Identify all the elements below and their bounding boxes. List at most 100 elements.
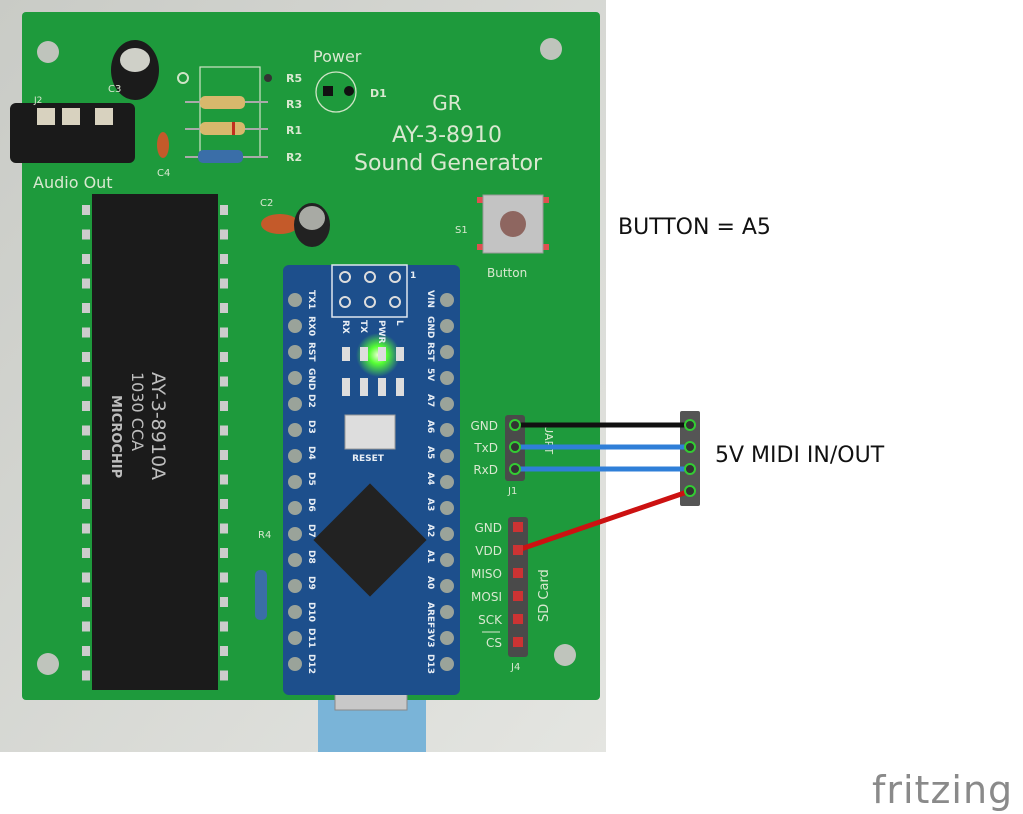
mount-hole xyxy=(37,653,59,675)
smd-resistor xyxy=(360,378,368,396)
chip-pin xyxy=(220,597,228,607)
nano-pin xyxy=(288,423,302,437)
sdcard-label: SD Card xyxy=(537,569,552,622)
chip-pin xyxy=(82,229,90,240)
smd-resistor xyxy=(342,378,350,396)
button-annotation: BUTTON = A5 xyxy=(618,215,771,240)
nano-right-pin-label: A0 xyxy=(425,576,435,589)
ay-3-8910-chip xyxy=(92,194,218,690)
chip-pin xyxy=(220,327,228,338)
nano-left-pin-label: D3 xyxy=(306,420,316,434)
chip-pin xyxy=(82,523,90,534)
nano-pin xyxy=(288,657,302,671)
led-label: L xyxy=(394,320,404,326)
wire-vdd xyxy=(515,488,693,553)
nano-pin xyxy=(440,293,454,307)
chip-pin xyxy=(82,670,90,681)
sdcard-pin-label: MISO xyxy=(471,567,502,581)
chip-pin xyxy=(220,523,228,534)
chip-pin xyxy=(220,548,228,558)
mount-hole xyxy=(37,41,59,63)
icsp-pin xyxy=(339,271,351,283)
midi-connector-pin xyxy=(684,441,696,453)
led-label: RX xyxy=(340,320,350,334)
sdcard-pin-label: SCK xyxy=(478,613,503,627)
nano-pin xyxy=(440,371,454,385)
reset-label: RESET xyxy=(352,454,385,464)
nano-right-pin-label: 5V xyxy=(425,368,435,381)
nano-pin xyxy=(440,423,454,437)
chip-pin xyxy=(220,254,228,264)
nano-pin xyxy=(440,527,454,541)
uart-label: UART xyxy=(542,425,555,454)
chip-pin xyxy=(220,205,228,215)
fritzing-logo: fritzing xyxy=(872,768,1014,812)
nano-right-pin-label: A2 xyxy=(425,524,435,537)
chip-pin xyxy=(82,572,90,583)
sdcard-pin xyxy=(513,568,523,578)
nano-left-pin-label: D11 xyxy=(306,628,316,648)
chip-pin xyxy=(220,278,228,289)
chip-pin xyxy=(82,450,90,460)
nano-left-pin-label: D6 xyxy=(306,498,316,512)
sdcard-pin-label: VDD xyxy=(475,544,502,558)
chip-pin xyxy=(82,401,90,411)
midi-connector-pin xyxy=(684,419,696,431)
nano-pin xyxy=(440,345,454,359)
chip-pin xyxy=(220,450,228,460)
mount-hole xyxy=(554,644,576,666)
nano-pin xyxy=(288,371,302,385)
chip-pin xyxy=(82,376,90,387)
nano-pin xyxy=(440,319,454,333)
chip-pin xyxy=(82,474,90,485)
chip-maker: MICROCHIP xyxy=(108,395,123,478)
uart-pin-label: TxD xyxy=(473,441,498,455)
nano-left-pin-label: GND xyxy=(306,368,316,390)
led-label: TX xyxy=(358,320,368,333)
led-tx xyxy=(360,347,368,361)
nano-left-pin-label: D2 xyxy=(306,394,316,408)
nano-left-pin-label: D7 xyxy=(306,524,316,538)
chip-pin xyxy=(220,621,228,632)
uart-pin xyxy=(509,419,521,431)
chip-pin xyxy=(220,670,228,681)
chip-pin xyxy=(220,229,228,240)
c4-label: C4 xyxy=(157,168,170,179)
sdcard-pin xyxy=(513,545,523,555)
chip-pin xyxy=(220,646,228,656)
arduino-nano xyxy=(283,264,460,695)
audio-out-label: Audio Out xyxy=(33,173,113,192)
nano-pin xyxy=(288,501,302,515)
nano-right-pin-label: A4 xyxy=(425,472,435,485)
r4-label: R4 xyxy=(258,530,271,541)
nano-right-pin-label: A7 xyxy=(425,394,435,407)
chip-pin xyxy=(220,303,228,313)
nano-left-pin-label: TX1 xyxy=(306,290,316,309)
led-l xyxy=(396,347,404,361)
nano-right-pin-label: GND xyxy=(425,316,435,338)
resistor-r4 xyxy=(255,570,267,620)
r1-label: R1 xyxy=(286,124,302,137)
led-label: PWR xyxy=(376,320,386,344)
chip-pin xyxy=(82,597,90,607)
nano-pin xyxy=(288,319,302,333)
nano-pin xyxy=(288,605,302,619)
nano-pin xyxy=(440,605,454,619)
icsp-pin xyxy=(364,296,376,308)
chip-pin xyxy=(82,646,90,656)
nano-left-pin-label: RST xyxy=(306,342,316,362)
nano-left-pin-label: D4 xyxy=(306,446,316,460)
sdcard-pin xyxy=(513,637,523,647)
chip-pin xyxy=(82,205,90,215)
nano-pin xyxy=(440,579,454,593)
nano-left-pin-label: D5 xyxy=(306,472,316,486)
chip-pin xyxy=(82,499,90,509)
sdcard-pin xyxy=(513,522,523,532)
nano-left-pin-label: D12 xyxy=(306,654,316,674)
nano-left-pin-label: D8 xyxy=(306,550,316,564)
nano-pin xyxy=(288,475,302,489)
j4-label: J4 xyxy=(510,662,520,673)
uart-pin xyxy=(509,441,521,453)
chip-pin xyxy=(220,499,228,509)
midi-annotation: 5V MIDI IN/OUT xyxy=(715,443,885,468)
